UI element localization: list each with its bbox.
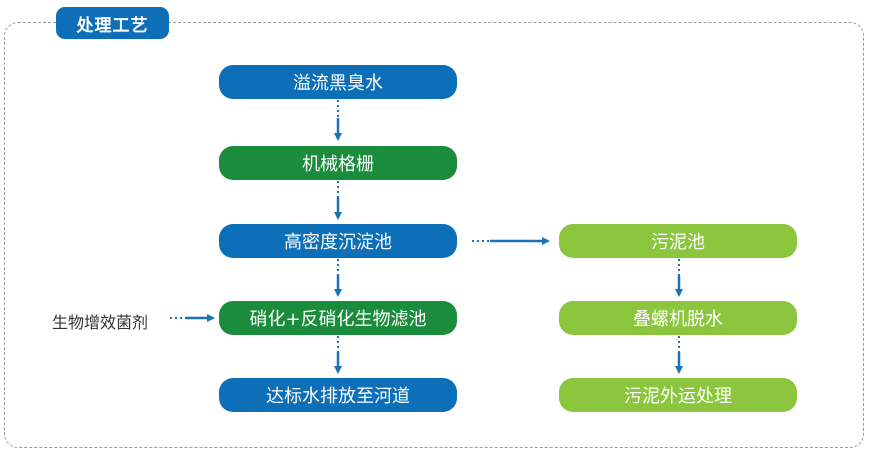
node-sludge-tank: 污泥池 <box>559 224 797 258</box>
node-overflow-water: 溢流黑臭水 <box>219 65 457 99</box>
node-sedimentation-tank: 高密度沉淀池 <box>219 224 457 258</box>
node-mechanical-screen: 机械格栅 <box>219 146 457 180</box>
node-biofilter: 硝化+反硝化生物滤池 <box>219 301 457 335</box>
node-discharge: 达标水排放至河道 <box>219 378 457 412</box>
side-input-label: 生物增效菌剂 <box>52 313 149 332</box>
section-title: 处理工艺 <box>56 7 169 39</box>
node-dewatering: 叠螺机脱水 <box>559 301 797 335</box>
node-sludge-disposal: 污泥外运处理 <box>559 378 797 412</box>
process-frame <box>4 22 864 448</box>
